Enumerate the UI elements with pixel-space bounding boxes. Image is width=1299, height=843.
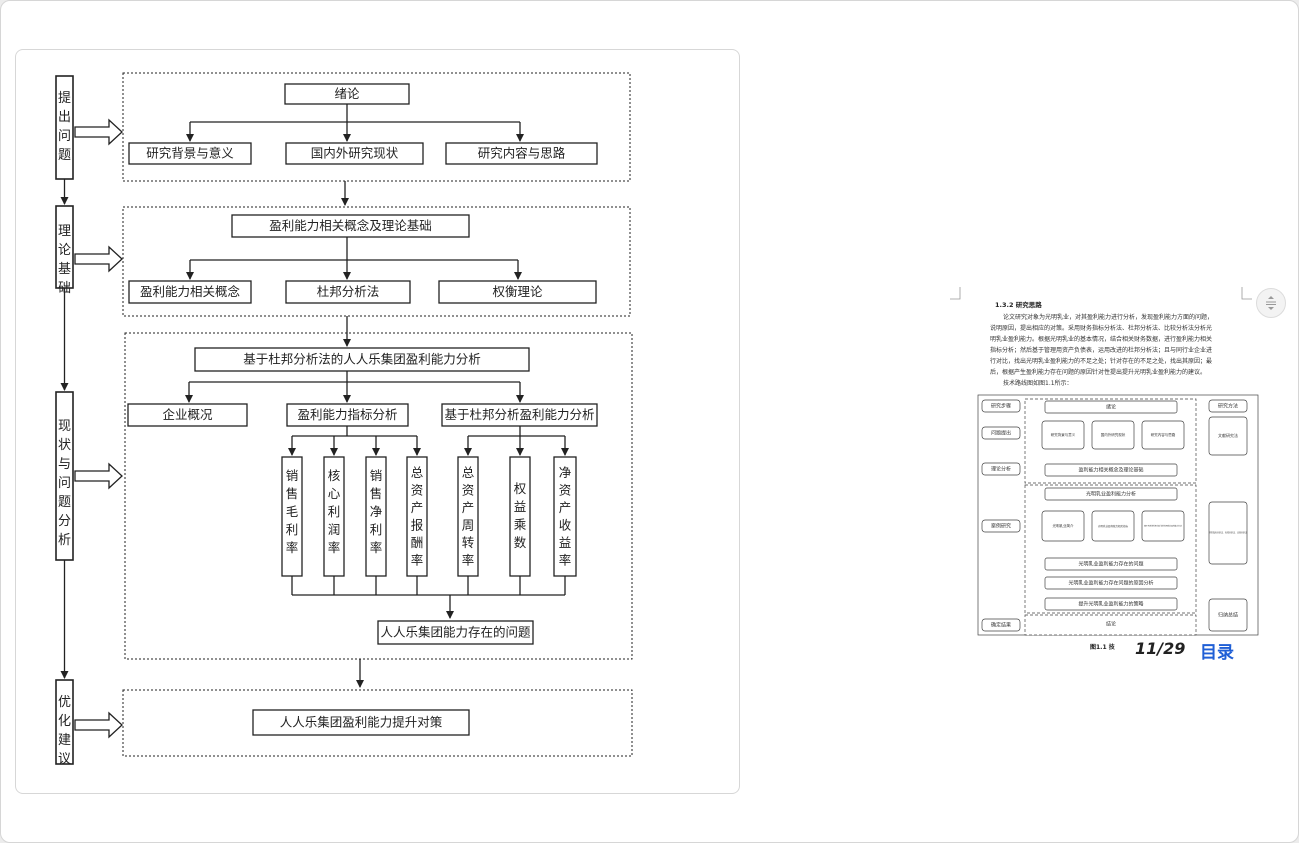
thumb-row1-1: 国内外研究现状 — [1101, 432, 1126, 437]
thumb-right-3: 归纳总结 — [1218, 612, 1238, 619]
thumb-heading: 1.3.2 研究思路 — [995, 300, 1042, 309]
box-dupont-analysis: 基于杜邦分析盈利能力分析 — [444, 407, 594, 422]
indicator-asset-turnover: 总资产周转率 — [462, 465, 475, 568]
stage-label-3: 现状与问题分析 — [58, 419, 71, 548]
thumb-analysis: 光明乳业盈利能力分析 — [1086, 491, 1136, 498]
stage-label-1: 提出问题 — [58, 90, 71, 163]
thumb-para-4: 行对比，找出光明乳业盈利能力的不足之处；针对存在的不足之处，找出其原因；最 — [990, 357, 1212, 365]
box-concepts: 盈利能力相关概念 — [140, 284, 241, 299]
box-tradeoff: 权衡理论 — [492, 284, 543, 299]
thumb-row2-2: 基于改进的杜邦分析法的光明乳业盈利能力分析 — [1144, 524, 1182, 528]
toc-button[interactable]: 目录 — [1200, 643, 1234, 663]
thumb-para-1: 说明原因，提出相应的对策。采用财务指标分析法、杜邦分析法、比较分析法分析光 — [990, 324, 1212, 332]
box-literature: 国内外研究现状 — [311, 146, 399, 161]
thumb-theory: 盈利能力相关概念及理论基础 — [1078, 467, 1143, 474]
flowchart: 提出问题 理论基础 现状与问题分析 优化建议 绪论 研究背景与意义 国内外研究现… — [55, 72, 633, 767]
thumb-right-2: 财务指标分析法、杜邦分析法、比较分析法 — [1209, 531, 1247, 535]
stage-box-4 — [55, 679, 74, 765]
page-thumbnail[interactable]: 1.3.2 研究思路 论文研究对象为光明乳业，对其盈利能力进行分析，发现盈利能力… — [930, 277, 1285, 657]
indicator-equity-multiplier: 权益乘数 — [514, 481, 527, 550]
thumb-conclusion: 结论 — [1106, 621, 1116, 628]
page-counter: 11/29 — [1135, 639, 1186, 658]
thumb-caption: 图1.1 技 — [1090, 643, 1116, 651]
box-background: 研究背景与意义 — [146, 146, 234, 161]
thumb-right-0: 研究方法 — [1218, 403, 1238, 410]
thumb-strategy: 提升光明乳业盈利能力的策略 — [1078, 601, 1143, 608]
thumb-left-1: 问题提出 — [991, 430, 1011, 437]
box-intro: 绪论 — [334, 86, 360, 101]
thumb-para-2: 明乳业盈利能力。根据光明乳业的基本情况，结合相关财务数据，进行盈利能力相关 — [990, 335, 1212, 343]
thumb-row2-1: 光明乳业盈利能力相关指标 — [1098, 524, 1129, 528]
thumb-problem: 光明乳业盈利能力存在的问题 — [1078, 561, 1143, 568]
scroll-handle[interactable] — [1256, 288, 1286, 318]
indicator-net-margin: 销售净利率 — [370, 468, 383, 555]
thumb-row1-2: 研究内容与思路 — [1151, 432, 1176, 437]
thumb-right-1: 文献研究法 — [1218, 432, 1238, 438]
thumb-left-2: 理论分析 — [991, 466, 1011, 473]
box-indicators: 盈利能力指标分析 — [297, 407, 397, 422]
thumb-left-3: 案例研究 — [991, 523, 1011, 530]
thumb-para-3: 指标分析；然后基于管理用资产负债表，运用改进的杜邦分析法；且与同行业企业进 — [990, 346, 1212, 354]
thumb-cause: 光明乳业盈利能力存在问题的原因分析 — [1068, 580, 1153, 587]
indicator-core-profit: 核心利润率 — [328, 468, 341, 555]
box-strategy: 人人乐集团盈利能力提升对策 — [280, 715, 443, 730]
box-analysis: 基于杜邦分析法的人人乐集团盈利能力分析 — [243, 352, 481, 367]
box-overview: 企业概况 — [162, 407, 213, 422]
indicator-gross-margin: 销售毛利率 — [286, 468, 299, 555]
thumb-row2-0: 光明乳业简介 — [1053, 523, 1074, 528]
stage-label-4: 优化建议 — [58, 695, 71, 767]
thumb-para-6: 技术路线图如图1.1所示： — [1003, 379, 1073, 387]
drag-handle-icon — [1266, 296, 1276, 310]
indicator-roa: 总资产报酬率 — [411, 465, 424, 568]
thumb-para-0: 论文研究对象为光明乳业，对其盈利能力进行分析，发现盈利能力方面的问题， — [1003, 313, 1213, 321]
thumb-row1-0: 研究背景与意义 — [1051, 432, 1076, 437]
stage-label-2: 理论基础 — [58, 224, 71, 296]
diagram-card: 提出问题 理论基础 现状与问题分析 优化建议 绪论 研究背景与意义 国内外研究现… — [15, 49, 740, 794]
box-theory: 盈利能力相关概念及理论基础 — [269, 218, 432, 233]
box-content: 研究内容与思路 — [478, 146, 566, 161]
indicator-roe: 净资产收益率 — [559, 465, 572, 568]
thumb-para-5: 后，根据产生盈利能力存在问题的原因针对性提出提升光明乳业盈利能力的建议。 — [990, 368, 1206, 376]
box-dupont: 杜邦分析法 — [317, 284, 380, 299]
thumb-center-top: 绪论 — [1106, 404, 1116, 411]
thumb-left-0: 研究步骤 — [991, 403, 1011, 410]
box-problem: 人人乐集团能力存在的问题 — [380, 625, 531, 640]
thumb-left-4: 确定结果 — [991, 622, 1011, 629]
